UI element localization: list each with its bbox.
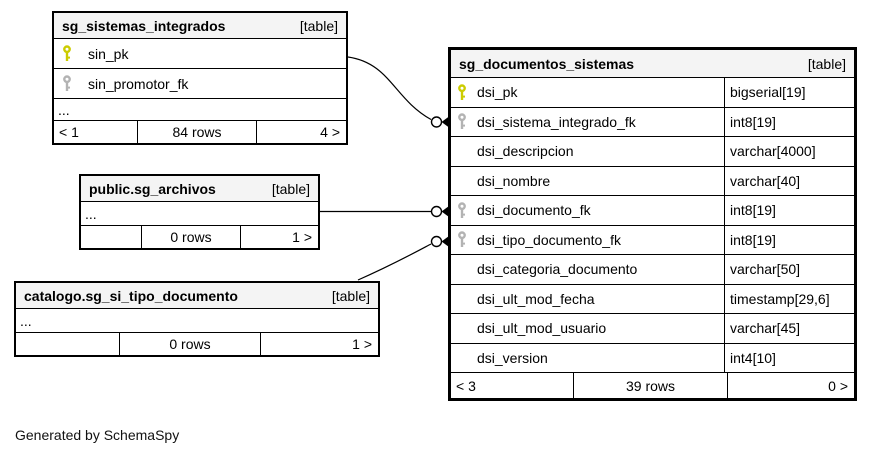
column-type: varchar[4000] bbox=[724, 137, 854, 166]
zero-or-one-circle bbox=[430, 235, 443, 248]
table-tag: [table] bbox=[331, 287, 370, 304]
column-type: bigserial[19] bbox=[724, 78, 854, 107]
column-name: sin_pk bbox=[88, 45, 129, 62]
column-name: dsi_categoria_documento bbox=[477, 261, 638, 278]
column-name: dsi_sistema_integrado_fk bbox=[477, 113, 636, 130]
footer-parents-count: < 1 bbox=[54, 121, 138, 143]
column-type: int4[10] bbox=[724, 343, 854, 372]
column-name: dsi_version bbox=[477, 349, 548, 366]
column-row: dsi_nombre varchar[40] bbox=[451, 166, 854, 196]
footer-row-count: 84 rows bbox=[138, 121, 257, 143]
table-footer: 0 rows 1 > bbox=[16, 333, 378, 355]
foreign-key-icon bbox=[451, 113, 477, 130]
ellipsis-row: ... bbox=[16, 309, 378, 333]
table-node-sg-documentos-sistemas[interactable]: sg_documentos_sistemas [table] dsi_pk bi… bbox=[448, 47, 857, 401]
column-name: dsi_tipo_documento_fk bbox=[477, 231, 621, 248]
table-header[interactable]: sg_documentos_sistemas [table] bbox=[451, 50, 854, 78]
table-header[interactable]: catalogo.sg_si_tipo_documento [table] bbox=[16, 283, 378, 309]
column-type: int8[19] bbox=[724, 107, 854, 136]
column-name: dsi_ult_mod_fecha bbox=[477, 290, 595, 307]
arrowhead bbox=[441, 236, 448, 247]
table-footer: < 3 39 rows 0 > bbox=[451, 373, 854, 398]
footer-row-count: 39 rows bbox=[574, 373, 728, 398]
table-node-public-sg-archivos[interactable]: public.sg_archivos [table] ... 0 rows 1 … bbox=[79, 174, 320, 250]
table-footer: < 1 84 rows 4 > bbox=[54, 121, 346, 143]
table-title: public.sg_archivos bbox=[89, 180, 216, 197]
primary-key-icon bbox=[451, 84, 477, 101]
column-row: sin_promotor_fk bbox=[54, 69, 346, 99]
column-name: dsi_nombre bbox=[477, 172, 551, 189]
table-header[interactable]: sg_sistemas_integrados [table] bbox=[54, 13, 346, 39]
table-title: sg_documentos_sistemas bbox=[459, 55, 635, 72]
column-name: dsi_ult_mod_usuario bbox=[477, 320, 607, 337]
foreign-key-icon bbox=[451, 231, 477, 248]
column-row: dsi_ult_mod_usuario varchar[45] bbox=[451, 314, 854, 344]
column-name: dsi_descripcion bbox=[477, 143, 574, 160]
generated-by-note: Generated by SchemaSpy bbox=[15, 427, 180, 443]
column-row: dsi_categoria_documento varchar[50] bbox=[451, 255, 854, 285]
column-row: dsi_tipo_documento_fk int8[19] bbox=[451, 225, 854, 255]
footer-row-count: 0 rows bbox=[120, 333, 261, 355]
table-title: catalogo.sg_si_tipo_documento bbox=[24, 287, 238, 304]
column-row: sin_pk bbox=[54, 39, 346, 69]
column-row: dsi_documento_fk int8[19] bbox=[451, 196, 854, 226]
table-tag: [table] bbox=[271, 180, 310, 197]
foreign-key-icon bbox=[451, 202, 477, 219]
column-type: varchar[40] bbox=[724, 166, 854, 195]
column-type: int8[19] bbox=[724, 196, 854, 225]
column-row: dsi_version int4[10] bbox=[451, 343, 854, 373]
table-footer: 0 rows 1 > bbox=[81, 226, 318, 248]
footer-children-count: 1 > bbox=[292, 229, 312, 245]
table-tag: [table] bbox=[299, 17, 338, 34]
column-row: dsi_ult_mod_fecha timestamp[29,6] bbox=[451, 284, 854, 314]
arrowhead bbox=[441, 117, 448, 127]
table-tag: [table] bbox=[807, 55, 846, 72]
footer-parents-count: < 3 bbox=[451, 373, 574, 398]
column-row: dsi_pk bigserial[19] bbox=[451, 78, 854, 108]
foreign-key-icon bbox=[54, 75, 88, 92]
primary-key-icon bbox=[54, 45, 88, 62]
relationship-tipo-documento bbox=[357, 235, 448, 281]
ellipsis-row: ... bbox=[54, 99, 346, 121]
column-type: timestamp[29,6] bbox=[724, 284, 854, 313]
column-type: varchar[50] bbox=[724, 255, 854, 284]
table-node-sg-sistemas-integrados[interactable]: sg_sistemas_integrados [table] sin_pk si… bbox=[52, 11, 348, 145]
column-name: dsi_pk bbox=[477, 84, 518, 101]
ellipsis-text: ... bbox=[85, 205, 97, 222]
column-row: dsi_sistema_integrado_fk int8[19] bbox=[451, 107, 854, 137]
relationship-sistemas-integrados bbox=[347, 56, 448, 128]
table-header[interactable]: public.sg_archivos [table] bbox=[81, 176, 318, 202]
arrowhead bbox=[441, 206, 448, 217]
footer-parents-count bbox=[81, 226, 142, 248]
table-node-catalogo-sg-si-tipo-documento[interactable]: catalogo.sg_si_tipo_documento [table] ..… bbox=[14, 281, 380, 357]
column-row: dsi_descripcion varchar[4000] bbox=[451, 137, 854, 167]
relationship-archivos bbox=[320, 205, 448, 218]
footer-children-count: 4 > bbox=[320, 124, 340, 140]
ellipsis-row: ... bbox=[81, 202, 318, 226]
column-name: dsi_documento_fk bbox=[477, 202, 591, 219]
zero-or-one-circle bbox=[430, 116, 443, 128]
footer-children-count: 0 > bbox=[828, 377, 848, 394]
zero-or-one-circle bbox=[430, 205, 443, 218]
table-title: sg_sistemas_integrados bbox=[62, 17, 226, 34]
footer-parents-count bbox=[16, 333, 120, 355]
column-type: varchar[45] bbox=[724, 314, 854, 343]
column-type: int8[19] bbox=[724, 225, 854, 254]
footer-row-count: 0 rows bbox=[142, 226, 241, 248]
footer-children-count: 1 > bbox=[352, 336, 372, 352]
column-name: sin_promotor_fk bbox=[88, 75, 189, 92]
ellipsis-text: ... bbox=[20, 312, 32, 329]
ellipsis-text: ... bbox=[58, 101, 70, 118]
